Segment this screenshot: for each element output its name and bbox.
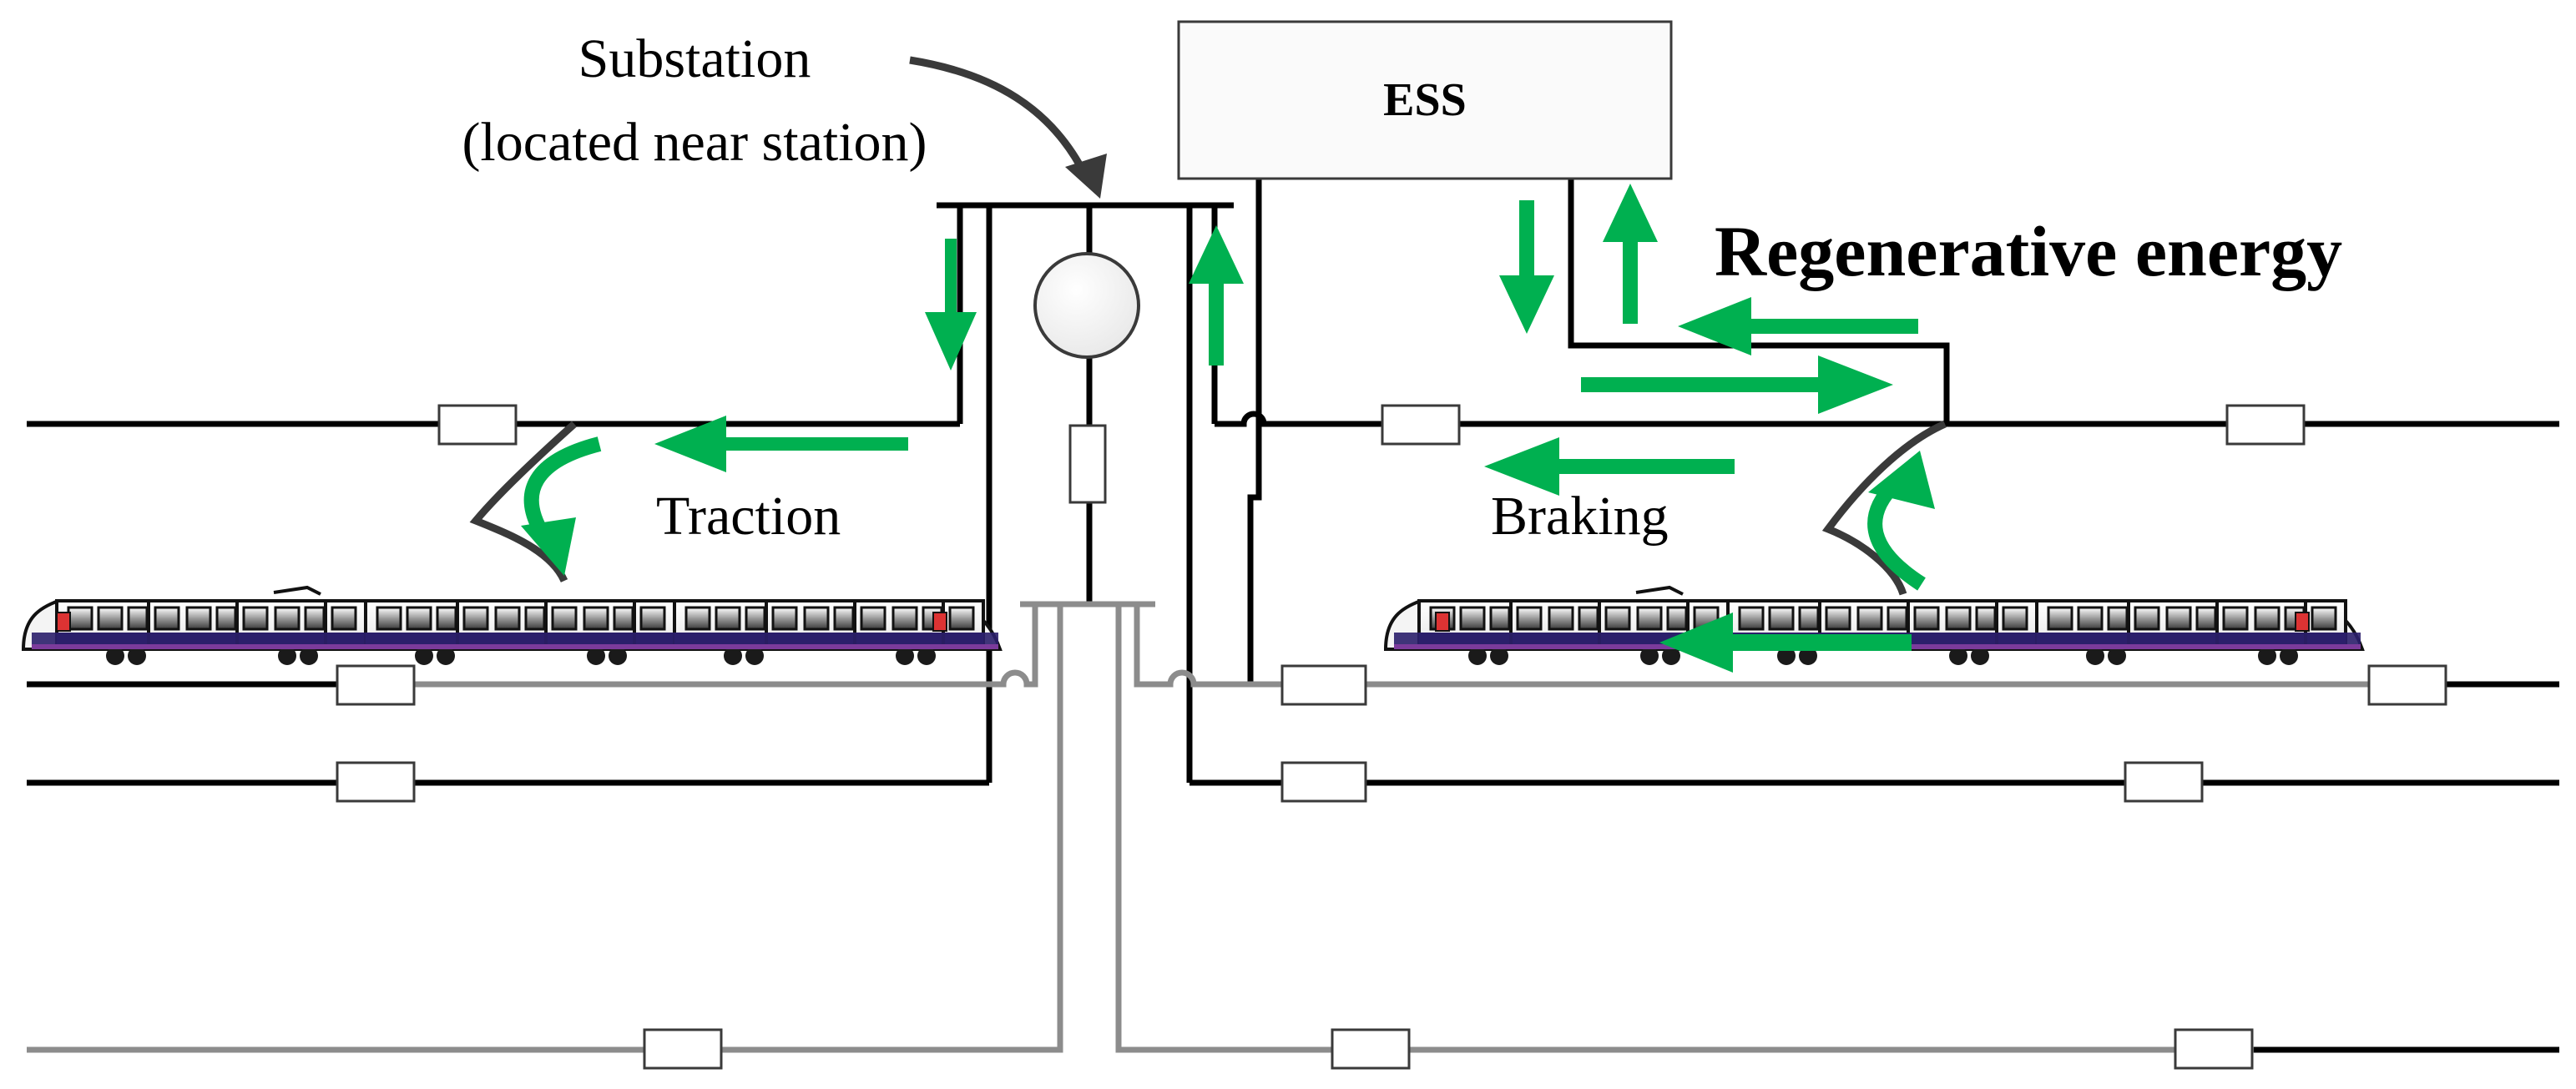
switch-icon: [336, 761, 416, 803]
transformer-icon: [1033, 252, 1140, 359]
train-icon: [1383, 585, 2365, 667]
switch-icon: [2174, 1028, 2254, 1070]
switch-icon: [1331, 1028, 1411, 1070]
ess-unit: ESS: [1177, 20, 1673, 180]
substation-location-label: (located near station): [462, 112, 927, 173]
flow-arrow-icon: [654, 416, 908, 472]
transformer-box: [1068, 424, 1107, 504]
switch-icon: [336, 664, 416, 706]
catenary-right-upper: [1215, 411, 2559, 427]
ess-label: ESS: [1383, 74, 1467, 126]
energy-flow-arrows: [521, 184, 1935, 673]
flow-arrow-icon: [1484, 437, 1735, 496]
flow-arrow-icon: [523, 436, 602, 538]
switch-icon: [1381, 404, 1461, 446]
rail-right: [1134, 604, 2446, 688]
regenerative-energy-label: Regenerative energy: [1715, 211, 2342, 291]
flow-arrow-icon: [1678, 297, 1918, 355]
rail-left: [351, 604, 1038, 688]
train-icon: [21, 585, 1003, 667]
switch-icon: [2367, 664, 2447, 706]
flow-arrow-icon: [1659, 613, 1912, 673]
traction-label: Traction: [656, 486, 841, 547]
flow-arrow-icon: [1581, 355, 1893, 414]
switch-icon: [1280, 761, 1367, 803]
flow-arrow-icon: [1499, 200, 1554, 334]
pantograph-icon: [1821, 420, 1947, 596]
flow-arrow-icon: [1189, 225, 1244, 366]
switch-icon: [2225, 404, 2306, 446]
pantograph-icon: [469, 421, 578, 583]
switch-icon: [2124, 761, 2204, 803]
substation-pointer-icon: [909, 56, 1089, 178]
flow-arrow-icon: [925, 239, 977, 371]
section-switches: [336, 252, 2447, 1070]
switch-icon: [643, 1028, 723, 1070]
switch-icon: [1280, 664, 1367, 706]
substation-label: Substation: [578, 28, 811, 89]
switch-icon: [437, 404, 518, 446]
flow-arrow-icon: [1603, 184, 1658, 324]
braking-label: Braking: [1491, 486, 1669, 547]
